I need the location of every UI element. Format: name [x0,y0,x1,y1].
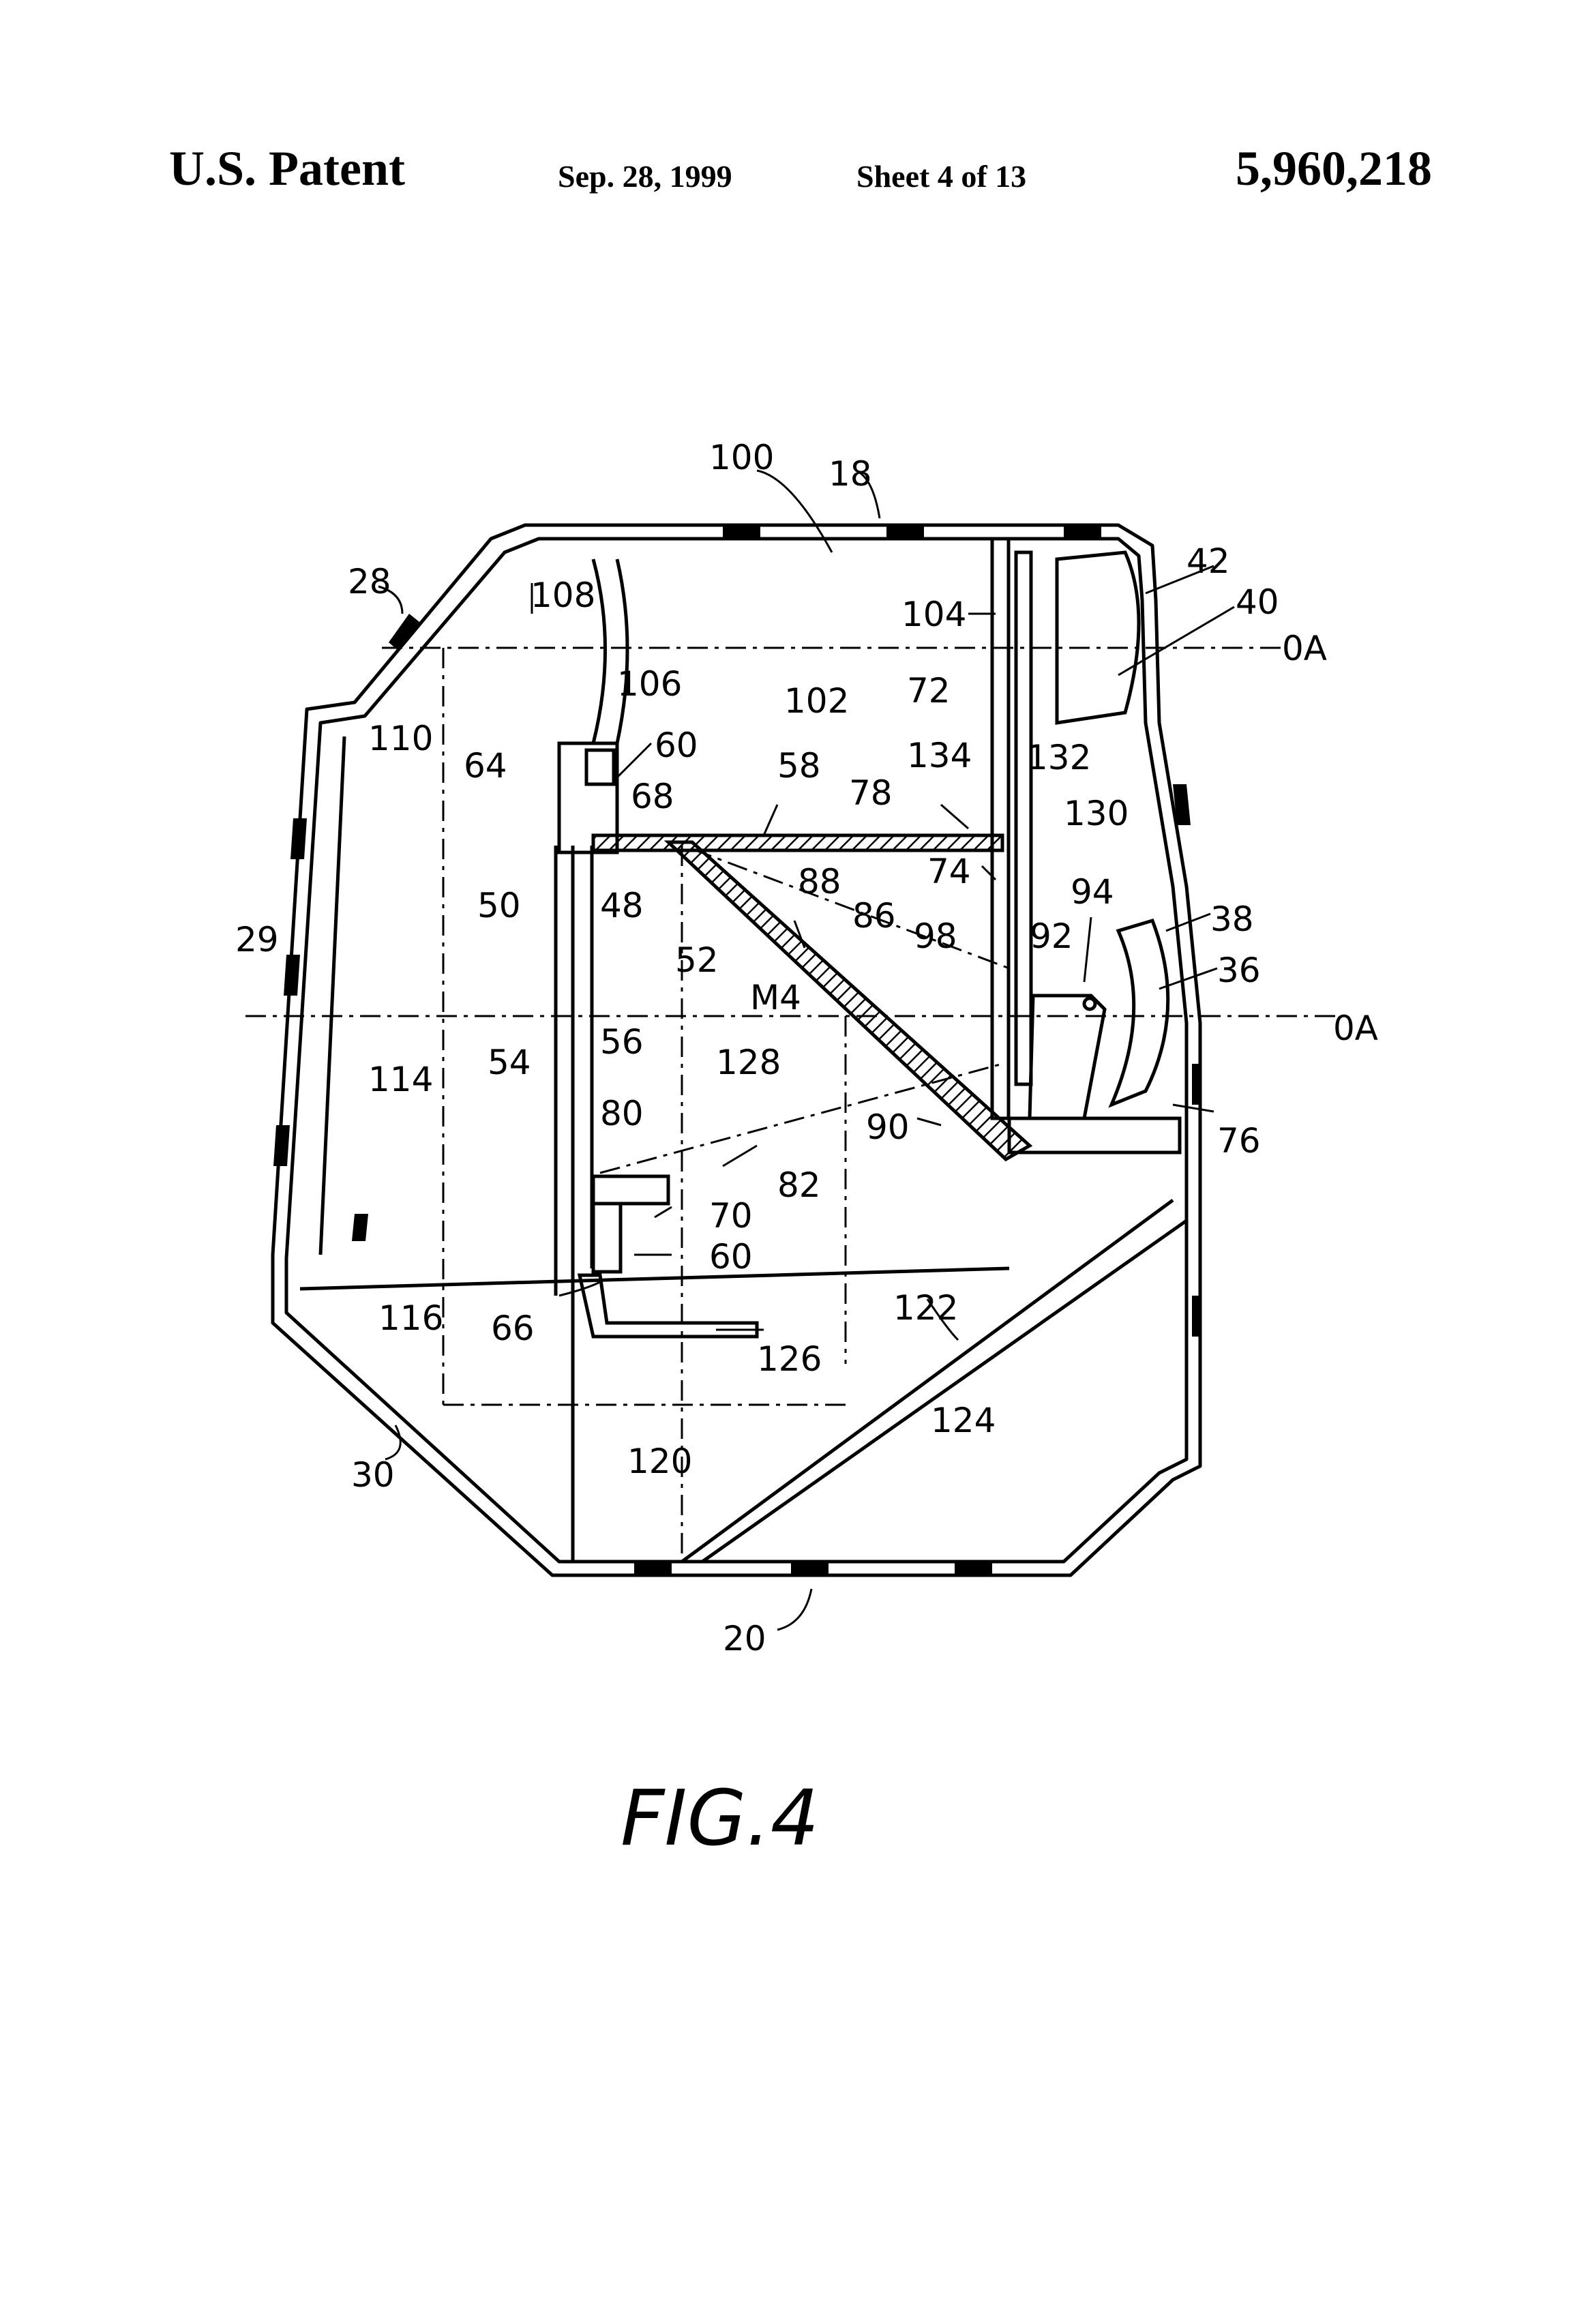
label-68: 68 [631,777,674,816]
label-108: 108 [531,576,595,615]
panel-110 [318,736,346,1255]
label-80: 80 [600,1094,644,1133]
wall-74 [990,537,1011,1120]
leader-lines [378,469,1235,1631]
label-48: 48 [600,886,644,925]
sheet-number: Sheet 4 of 13 [856,159,1027,194]
label-114: 114 [368,1060,433,1099]
label-60-lower: 60 [709,1237,753,1277]
mirror-106 [591,558,607,744]
foot-66 [577,1273,759,1339]
label-42: 42 [1186,541,1230,581]
label-132: 132 [1026,738,1091,777]
label-124: 124 [931,1401,996,1440]
label-72: 72 [907,671,951,711]
label-106: 106 [617,664,682,704]
label-122: 122 [893,1288,958,1328]
wall-hatch-marks [273,525,1200,1575]
label-70: 70 [709,1196,753,1236]
ray-98 [691,848,1010,970]
member-76 [1007,1116,1182,1154]
ray-82 [599,1062,1003,1174]
lens-42 [1055,550,1141,725]
label-100: 100 [709,438,774,477]
label-58: 58 [777,746,821,786]
label-0a-top: 0A [1282,629,1327,668]
housing-outer-wall [271,523,1202,1577]
label-60-upper: 60 [655,726,698,765]
diagonal-122 [681,1198,1174,1564]
label-94: 94 [1071,872,1114,912]
patent-date: Sep. 28, 1999 [558,159,732,194]
reference-labels: 100 18 42 40 28 108 104 0A 110 106 102 7… [235,438,1378,1658]
label-50: 50 [477,886,521,925]
label-102: 102 [784,681,849,721]
label-116: 116 [378,1298,443,1338]
label-134: 134 [907,736,972,775]
plate-132 [1014,550,1033,1086]
patent-header-label: U.S. Patent [169,141,405,196]
label-104: 104 [901,595,966,634]
label-88: 88 [798,862,841,902]
label-64: 64 [464,746,507,786]
label-40: 40 [1236,582,1279,622]
label-52: 52 [675,940,719,980]
label-m4: M4 [750,978,801,1017]
label-128: 128 [716,1043,781,1082]
label-86: 86 [852,896,896,936]
label-30: 30 [351,1455,395,1495]
optical-axes [245,646,1337,1562]
label-28: 28 [348,562,391,601]
label-130: 130 [1064,794,1129,833]
clip-70 [591,1174,670,1206]
label-36: 36 [1217,951,1261,990]
label-76: 76 [1217,1121,1261,1161]
label-74: 74 [927,852,971,891]
label-20: 20 [723,1619,766,1658]
label-126: 126 [757,1339,822,1379]
clip-60-upper [584,748,616,786]
bracket-64 [557,741,619,854]
shelf-116 [299,1266,1010,1291]
label-0a-mid: 0A [1333,1009,1378,1048]
element-94 [1028,994,1107,1120]
label-29: 29 [235,920,279,959]
label-38: 38 [1210,899,1254,939]
lens-36 [1108,918,1170,1108]
mirror-86 [663,840,1033,1162]
label-98: 98 [914,917,957,956]
patent-number: 5,960,218 [1236,141,1432,196]
housing-outline [271,523,1202,1577]
label-92: 92 [1030,917,1073,956]
label-90: 90 [866,1107,910,1147]
label-18: 18 [829,454,872,494]
label-120: 120 [627,1442,692,1481]
label-82: 82 [777,1165,821,1205]
shelf-78 [591,833,1004,852]
housing-inner-wall [284,537,1189,1564]
figure-caption: FIG.4 [621,1774,819,1863]
label-56: 56 [600,1022,644,1062]
label-54: 54 [488,1043,531,1082]
label-78: 78 [849,773,893,813]
clip-60-lower [591,1202,623,1274]
label-110: 110 [368,719,433,758]
label-66: 66 [491,1309,535,1348]
